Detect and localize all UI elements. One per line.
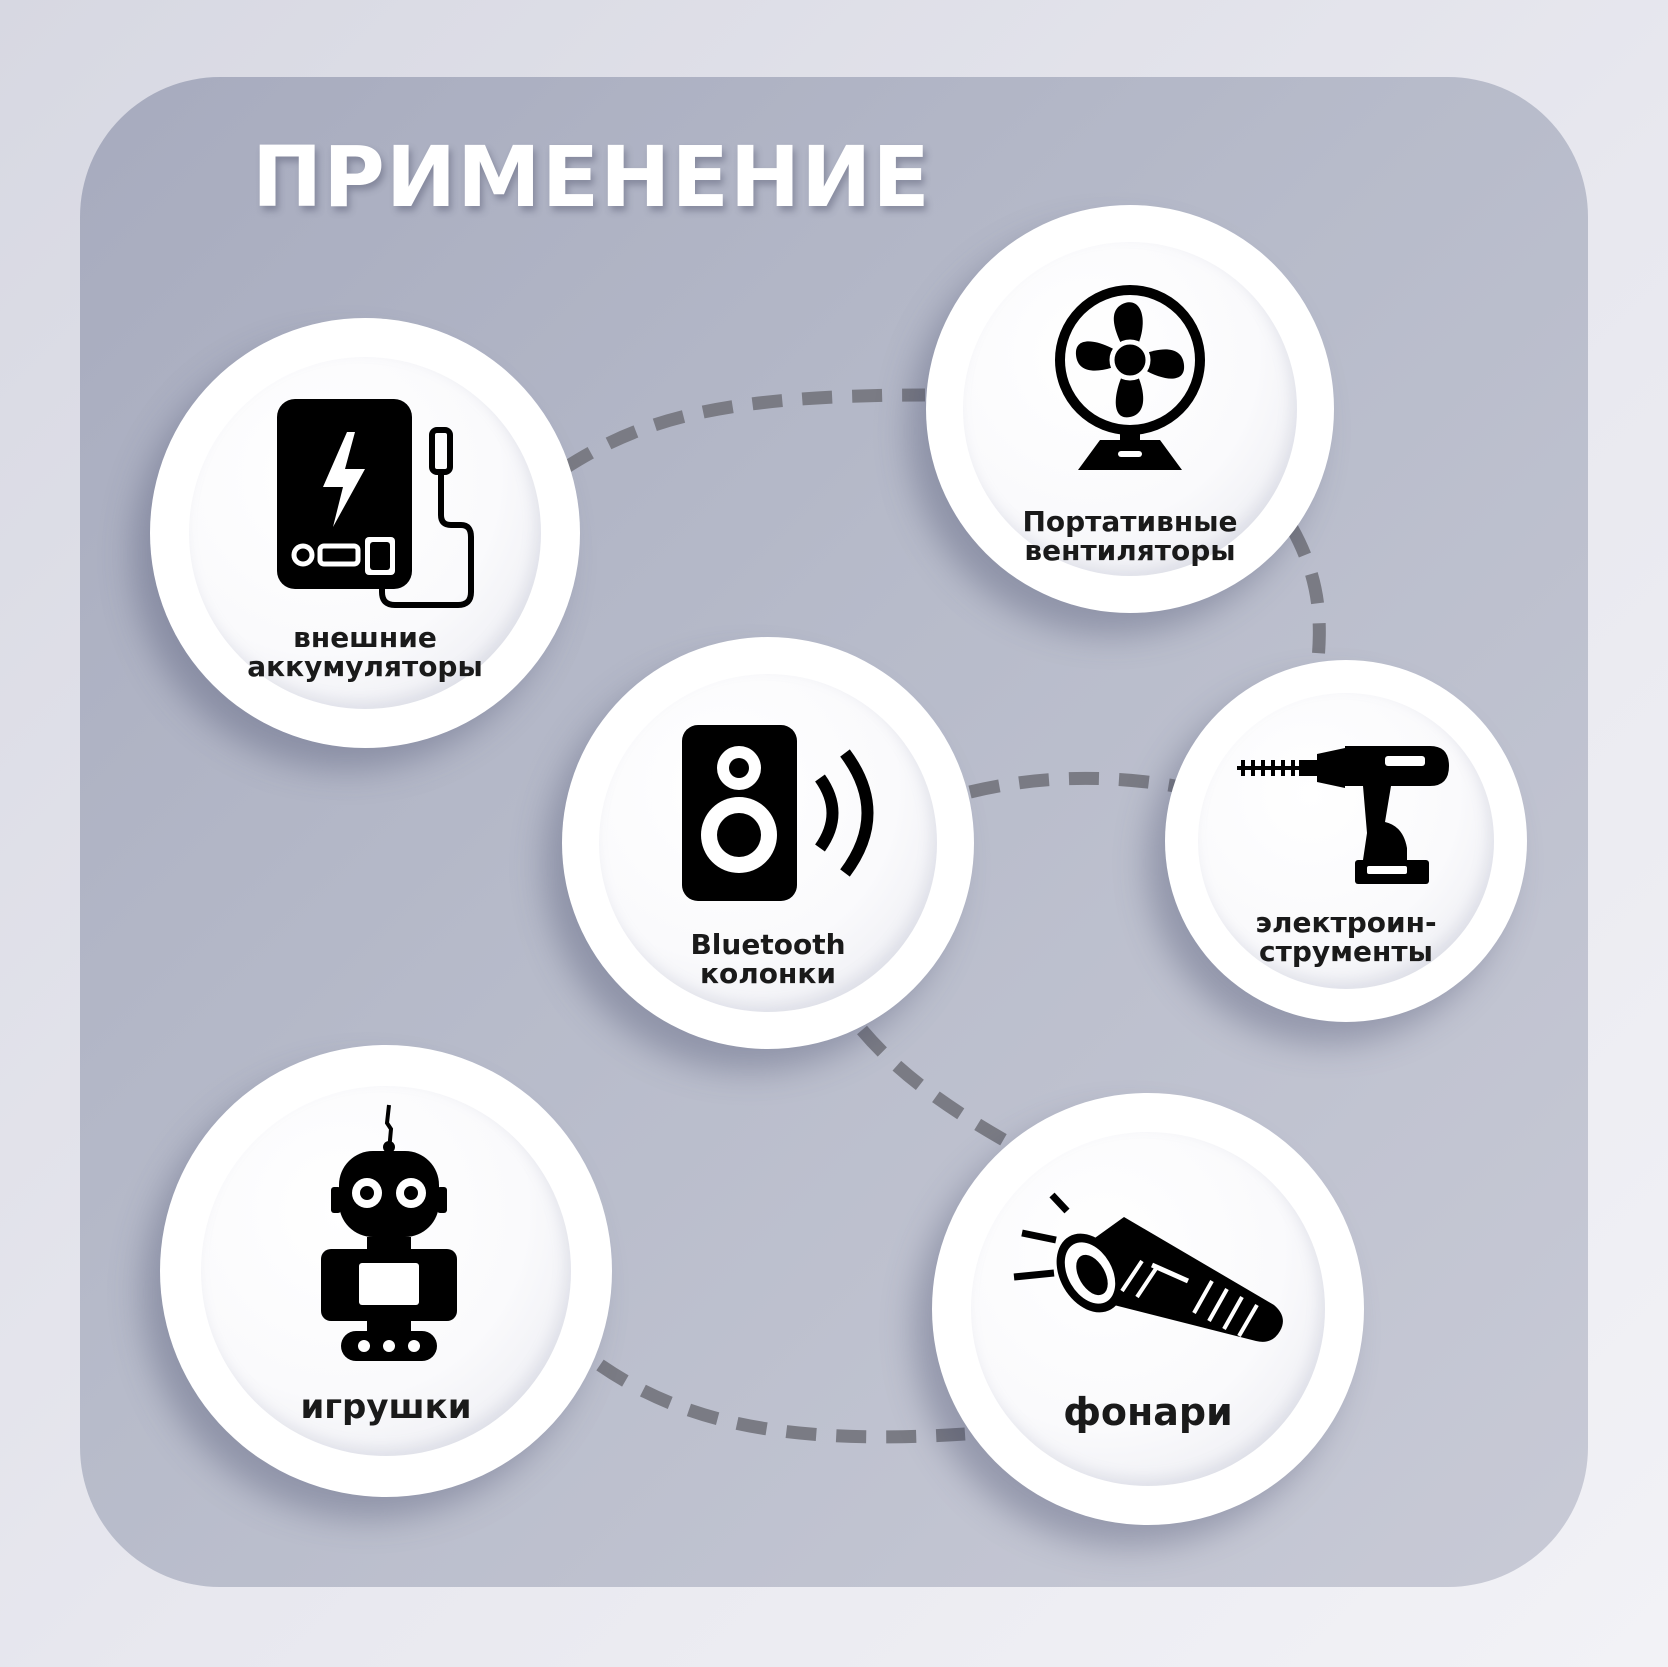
label-line: вентиляторы	[1024, 534, 1236, 568]
label-line: внешние	[293, 621, 437, 654]
label-line: игрушки	[300, 1387, 472, 1427]
connector-speaker-drill	[968, 771, 1177, 799]
label-line: Портативные	[1022, 505, 1238, 538]
bubble-power-banks: внешние аккумуляторы	[150, 318, 580, 748]
robot-icon	[321, 1104, 457, 1361]
label-flashlights: фонари	[932, 1390, 1364, 1434]
bubble-bluetooth-speakers: Bluetooth колонки	[562, 637, 974, 1049]
power-bank-icon	[277, 399, 474, 608]
label-line: фонари	[1063, 1390, 1233, 1434]
speaker-icon	[682, 725, 874, 901]
bubble-portable-fans: Портативные вентиляторы	[926, 205, 1334, 613]
label-line: электроин-	[1255, 906, 1437, 939]
connector-speaker-flashlight	[857, 1025, 1022, 1154]
connector-toys-flashlight	[596, 1359, 966, 1444]
label-power-banks: внешние аккумуляторы	[150, 623, 580, 682]
label-line: струменты	[1259, 935, 1433, 969]
page-title: ПРИМЕНЕНИЕ	[252, 128, 931, 226]
connector-fan-drill	[1286, 524, 1326, 661]
bubble-inner	[1197, 692, 1495, 990]
label-line: Bluetooth	[690, 928, 846, 961]
fan-icon	[1055, 285, 1205, 470]
label-toys: игрушки	[160, 1387, 612, 1427]
label-bluetooth-speakers: Bluetooth колонки	[562, 930, 974, 989]
label-power-tools: электроин- струменты	[1165, 908, 1527, 967]
bubble-flashlights: фонари	[932, 1093, 1364, 1525]
flashlight-icon	[1013, 1192, 1283, 1342]
label-line: колонки	[700, 957, 836, 991]
drill-icon	[1237, 746, 1449, 884]
label-line: аккумуляторы	[247, 650, 483, 684]
bubble-power-tools: электроин- струменты	[1165, 660, 1527, 1022]
label-portable-fans: Портативные вентиляторы	[926, 507, 1334, 566]
bubble-toys: игрушки	[160, 1045, 612, 1497]
connector-powerbank-fan	[561, 388, 926, 474]
